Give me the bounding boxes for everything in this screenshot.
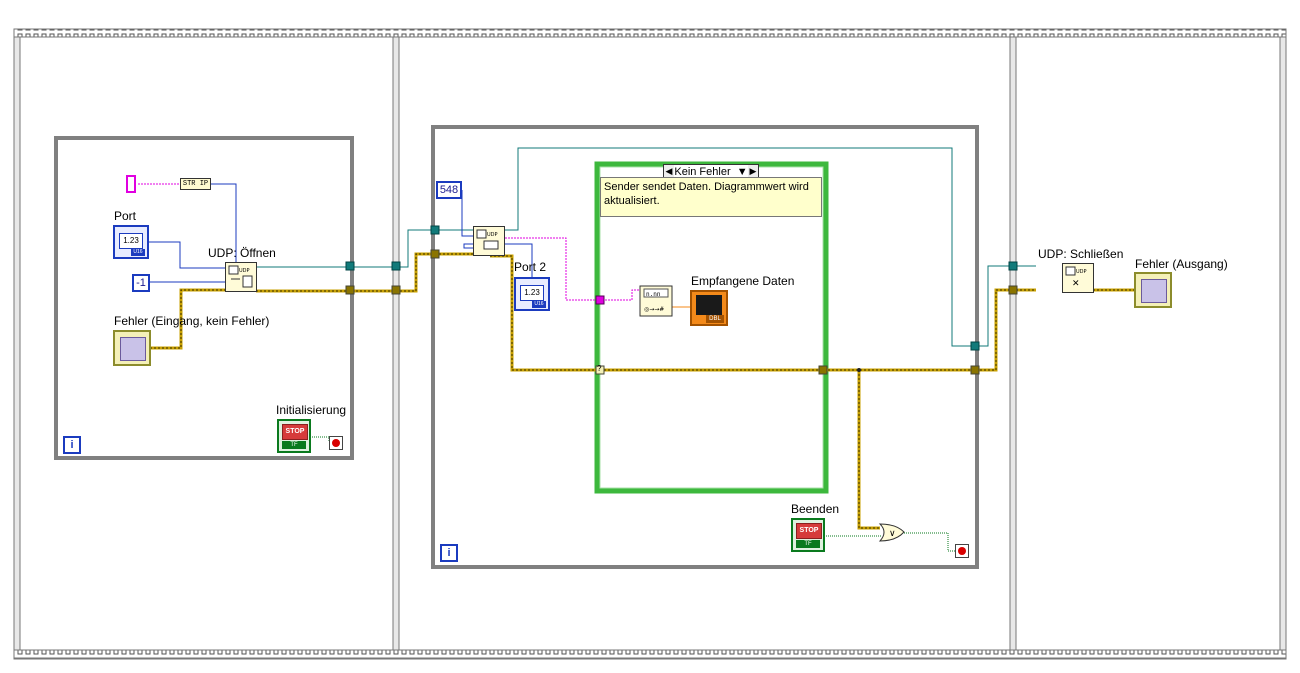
svg-text:◎→→#: ◎→→# bbox=[644, 306, 664, 313]
tf-indicator: TF bbox=[282, 441, 306, 449]
graph-type-badge: DBL bbox=[706, 315, 724, 323]
stop-button-face: STOP bbox=[796, 523, 822, 539]
port-label: Port bbox=[114, 209, 137, 223]
port2-value: 1.23 bbox=[520, 285, 544, 301]
svg-text:∨: ∨ bbox=[889, 529, 896, 539]
init-loop-iteration-icon: i bbox=[63, 436, 81, 454]
case-selector-value: Kein Fehler bbox=[674, 166, 731, 178]
stop-button-face: STOP bbox=[282, 424, 308, 440]
case-comment: Sender sendet Daten. Diagrammwert wird a… bbox=[600, 177, 822, 217]
svg-text:UDP: UDP bbox=[239, 268, 250, 274]
init-while-loop bbox=[54, 136, 354, 460]
received-data-label: Empfangene Daten bbox=[691, 274, 795, 288]
main-loop-iteration-icon: i bbox=[440, 544, 458, 562]
port2-indicator[interactable]: 1.23 U16 bbox=[514, 277, 550, 311]
beenden-stop-button[interactable]: STOP TF bbox=[791, 518, 825, 552]
case-tunnel-label: ? bbox=[597, 364, 602, 373]
udp-read-function[interactable]: UDP bbox=[473, 226, 505, 256]
chevron-down-icon[interactable]: ▼ bbox=[733, 166, 748, 178]
case-increment-icon[interactable]: ▶ bbox=[748, 165, 758, 177]
udp-close-function[interactable]: UDP ✕ bbox=[1062, 263, 1094, 293]
udp-close-label: UDP: Schließen bbox=[1038, 247, 1124, 261]
initialisierung-stop-button[interactable]: STOP TF bbox=[277, 419, 311, 453]
svg-text:✕: ✕ bbox=[1072, 279, 1080, 289]
port2-unit: U16 bbox=[532, 301, 546, 308]
max-size-constant[interactable]: 548 bbox=[436, 181, 462, 199]
wires bbox=[138, 147, 1138, 552]
main-loop-condition-terminal[interactable] bbox=[955, 544, 969, 558]
error-in-control[interactable] bbox=[113, 330, 151, 366]
timeout-constant[interactable]: -1 bbox=[132, 274, 150, 292]
error-cluster-icon bbox=[1141, 279, 1167, 303]
graph-screen-icon bbox=[696, 295, 722, 315]
tunnels bbox=[345, 225, 1018, 375]
case-selector[interactable]: ◀ Kein Fehler ▼ ▶ bbox=[663, 164, 759, 178]
port-unit: U16 bbox=[131, 249, 145, 256]
port2-label: Port 2 bbox=[514, 260, 547, 274]
port-control[interactable]: 1.23 U16 bbox=[113, 225, 149, 259]
str-ip-function: STR IP bbox=[180, 178, 211, 190]
svg-text:UDP: UDP bbox=[1076, 269, 1087, 275]
init-loop-condition-terminal[interactable] bbox=[329, 436, 343, 450]
case-decrement-icon[interactable]: ◀ bbox=[664, 165, 674, 177]
beenden-label: Beenden bbox=[791, 502, 840, 516]
error-cluster-icon bbox=[120, 337, 146, 361]
tf-indicator: TF bbox=[796, 540, 820, 548]
udp-open-function[interactable]: UDP bbox=[225, 262, 257, 292]
error-in-label: Fehler (Eingang, kein Fehler) bbox=[114, 314, 270, 328]
unflatten-from-string-icon: n.nn ◎→→# bbox=[639, 285, 673, 317]
udp-open-icon: UDP bbox=[228, 265, 253, 288]
svg-text:n.nn: n.nn bbox=[646, 291, 661, 298]
udp-read-icon: UDP bbox=[476, 229, 499, 250]
ip-string-constant[interactable] bbox=[126, 175, 136, 193]
received-data-graph-indicator[interactable]: DBL bbox=[690, 290, 728, 326]
or-function: ∨ bbox=[878, 523, 905, 542]
port-value: 1.23 bbox=[119, 233, 143, 249]
svg-text:UDP: UDP bbox=[487, 232, 498, 238]
error-out-label: Fehler (Ausgang) bbox=[1135, 257, 1228, 271]
initialisierung-label: Initialisierung bbox=[276, 403, 347, 417]
flat-sequence-structure bbox=[13, 28, 1287, 660]
udp-close-icon: UDP ✕ bbox=[1065, 266, 1087, 289]
error-out-indicator[interactable] bbox=[1134, 272, 1172, 308]
udp-open-label: UDP: Öffnen bbox=[208, 246, 276, 260]
